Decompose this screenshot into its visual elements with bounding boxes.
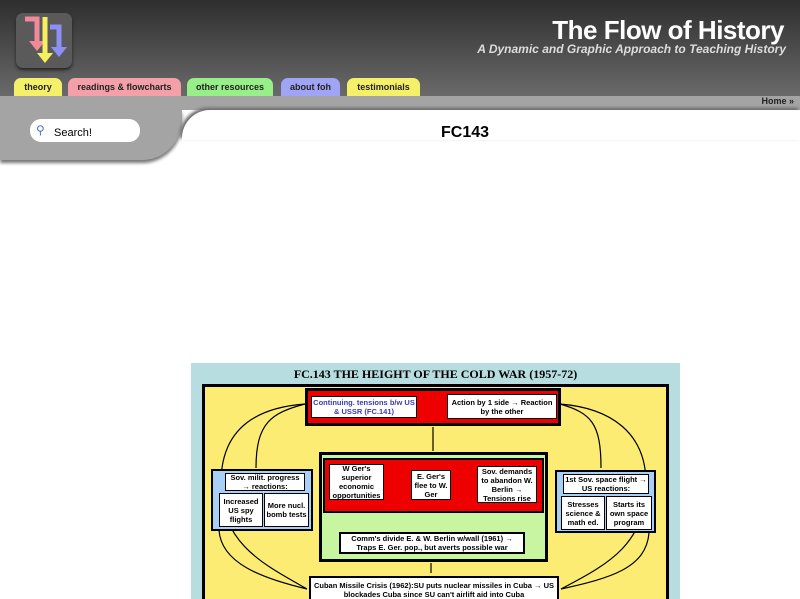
tab-about-foh[interactable]: about foh [281,78,340,96]
search-label: Search! [54,127,92,139]
nav-bar [0,96,800,110]
tab-other-resources[interactable]: other resources [187,78,273,96]
continuing-tensions-box: Continuing. tensions b/w US & USSR (FC.1… [311,396,417,418]
tab-theory[interactable]: theory [14,78,62,96]
eger-box: E. Ger's flee to W. Ger [411,470,451,500]
cuban-missile-box: Cuban Missile Crisis (1962):SU puts nucl… [309,576,559,599]
science-box: Stresses science & math ed. [561,496,605,530]
flowchart-image: FC.143 THE HEIGHT OF THE COLD WAR (1957-… [191,363,680,599]
berlin-wall-box: Comm's divide E. & W. Berlin w/wall (196… [339,532,525,554]
page-title: FC143 [440,124,490,141]
flow-of-history-logo[interactable] [16,13,72,68]
tab-readings-flowcharts[interactable]: readings & flowcharts [68,78,181,96]
site-title: The Flow of History [552,15,784,45]
sov-demands-box: Sov. demands to abandon W. Berlin → Tens… [477,466,537,503]
content-top-curve [182,110,800,140]
milit-progress-label: Sov. milit. progress → reactions: [225,473,305,491]
space-program-box: Starts its own space program [606,496,652,530]
flowchart-title: FC.143 THE HEIGHT OF THE COLD WAR (1957-… [293,367,578,381]
action-reaction-box: Action by 1 side → Reaction by the other [447,394,557,419]
wger-box: W Ger's superior economic opportunities [329,464,384,500]
home-link[interactable]: Home » [761,96,794,106]
tab-testimonials[interactable]: testimonials [347,78,420,96]
search-button[interactable]: ⚲ Search! [30,119,140,142]
bomb-tests-box: More nucl. bomb tests [264,493,309,527]
magnifier-icon: ⚲ [36,123,45,137]
spy-flights-box: Increased US spy flights [219,493,263,527]
space-flight-label: 1st Sov. space flight → US reactions: [563,474,649,494]
site-subtitle: A Dynamic and Graphic Approach to Teachi… [477,42,786,56]
